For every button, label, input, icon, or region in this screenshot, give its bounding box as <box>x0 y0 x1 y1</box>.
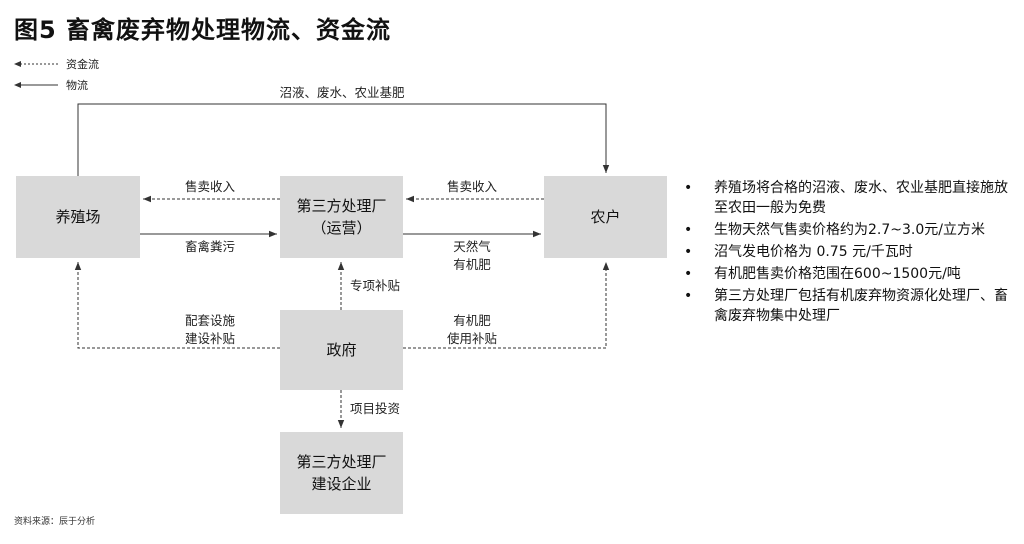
bullet-dot-icon: • <box>684 222 693 238</box>
node-farmer: 农户 <box>544 176 667 258</box>
bullet-text: 养殖场将合格的沼液、废水、农业基肥直接施放至农田一般为免费 <box>714 180 1008 216</box>
bullet-item: • 第三方处理厂包括有机废弃物资源化处理厂、畜禽废弃物集中处理厂 <box>680 286 1020 326</box>
bullet-text: 第三方处理厂包括有机废弃物资源化处理厂、畜禽废弃物集中处理厂 <box>714 288 1008 324</box>
source-note: 资料来源：辰于分析 <box>14 517 96 527</box>
node-processor: 第三方处理厂 （运营） <box>280 176 403 258</box>
legend-material-flow-label: 物流 <box>66 79 88 92</box>
bullet-text: 生物天然气售卖价格约为2.7~3.0元/立方米 <box>714 222 985 238</box>
page-title: 图5 畜禽废弃物处理物流、资金流 <box>14 16 392 44</box>
label-fertilizer: 有机肥 <box>453 257 491 272</box>
edge-fertilizer-subsidy <box>403 262 610 349</box>
node-builder-label-1: 第三方处理厂 <box>296 453 387 471</box>
label-fert-2: 使用补贴 <box>446 331 497 346</box>
bullet-dot-icon: • <box>684 288 693 304</box>
bullet-text: 沼气发电价格为 0.75 元/千瓦时 <box>714 244 913 260</box>
label-facility-1: 配套设施 <box>184 313 235 328</box>
label-sale-income-right: 售卖收入 <box>446 179 497 194</box>
node-builder-label-2: 建设企业 <box>311 475 372 493</box>
node-government-label: 政府 <box>326 341 357 359</box>
bullet-dot-icon: • <box>684 266 693 282</box>
solid-arrow-icon <box>14 82 58 88</box>
label-facility-subsidy: 配套设施 建设补贴 <box>170 312 250 348</box>
edge-top-loop <box>77 103 610 176</box>
bullet-text: 有机肥售卖价格范围在600~1500元/吨 <box>714 266 961 282</box>
label-gas: 天然气 <box>453 239 491 254</box>
label-project-investment: 项目投资 <box>350 401 401 416</box>
dashed-arrow-icon <box>14 61 58 67</box>
bullet-dot-icon: • <box>684 180 693 196</box>
bullet-dot-icon: • <box>684 244 693 260</box>
bullet-item: • 有机肥售卖价格范围在600~1500元/吨 <box>680 264 1020 284</box>
edge-facility-subsidy <box>74 262 280 349</box>
bullet-list: • 养殖场将合格的沼液、废水、农业基肥直接施放至农田一般为免费 • 生物天然气售卖价… <box>680 178 1020 328</box>
legend-fund-flow: 资金流 <box>14 56 99 72</box>
bullet-item: • 养殖场将合格的沼液、废水、农业基肥直接施放至农田一般为免费 <box>680 178 1020 218</box>
label-fert-1: 有机肥 <box>453 313 491 328</box>
label-sale-income-left: 售卖收入 <box>184 179 235 194</box>
bullet-item: • 沼气发电价格为 0.75 元/千瓦时 <box>680 242 1020 262</box>
node-farm-label: 养殖场 <box>55 208 101 226</box>
node-processor-label-2: （运营） <box>311 219 372 237</box>
legend-material-flow: 物流 <box>14 77 88 93</box>
node-government: 政府 <box>280 310 403 390</box>
node-builder: 第三方处理厂 建设企业 <box>280 432 403 514</box>
label-gas-fertilizer: 天然气 有机肥 <box>432 238 512 274</box>
node-farm: 养殖场 <box>16 176 140 258</box>
node-farmer-label: 农户 <box>590 208 621 226</box>
label-facility-2: 建设补贴 <box>184 331 235 346</box>
label-top-loop: 沼液、废水、农业基肥 <box>279 85 405 100</box>
legend-fund-flow-label: 资金流 <box>66 58 99 71</box>
node-processor-label-1: 第三方处理厂 <box>296 197 387 215</box>
label-manure: 畜禽粪污 <box>184 239 235 254</box>
label-special-subsidy: 专项补贴 <box>350 278 401 293</box>
bullet-item: • 生物天然气售卖价格约为2.7~3.0元/立方米 <box>680 220 1020 240</box>
label-fertilizer-subsidy: 有机肥 使用补贴 <box>432 312 512 348</box>
